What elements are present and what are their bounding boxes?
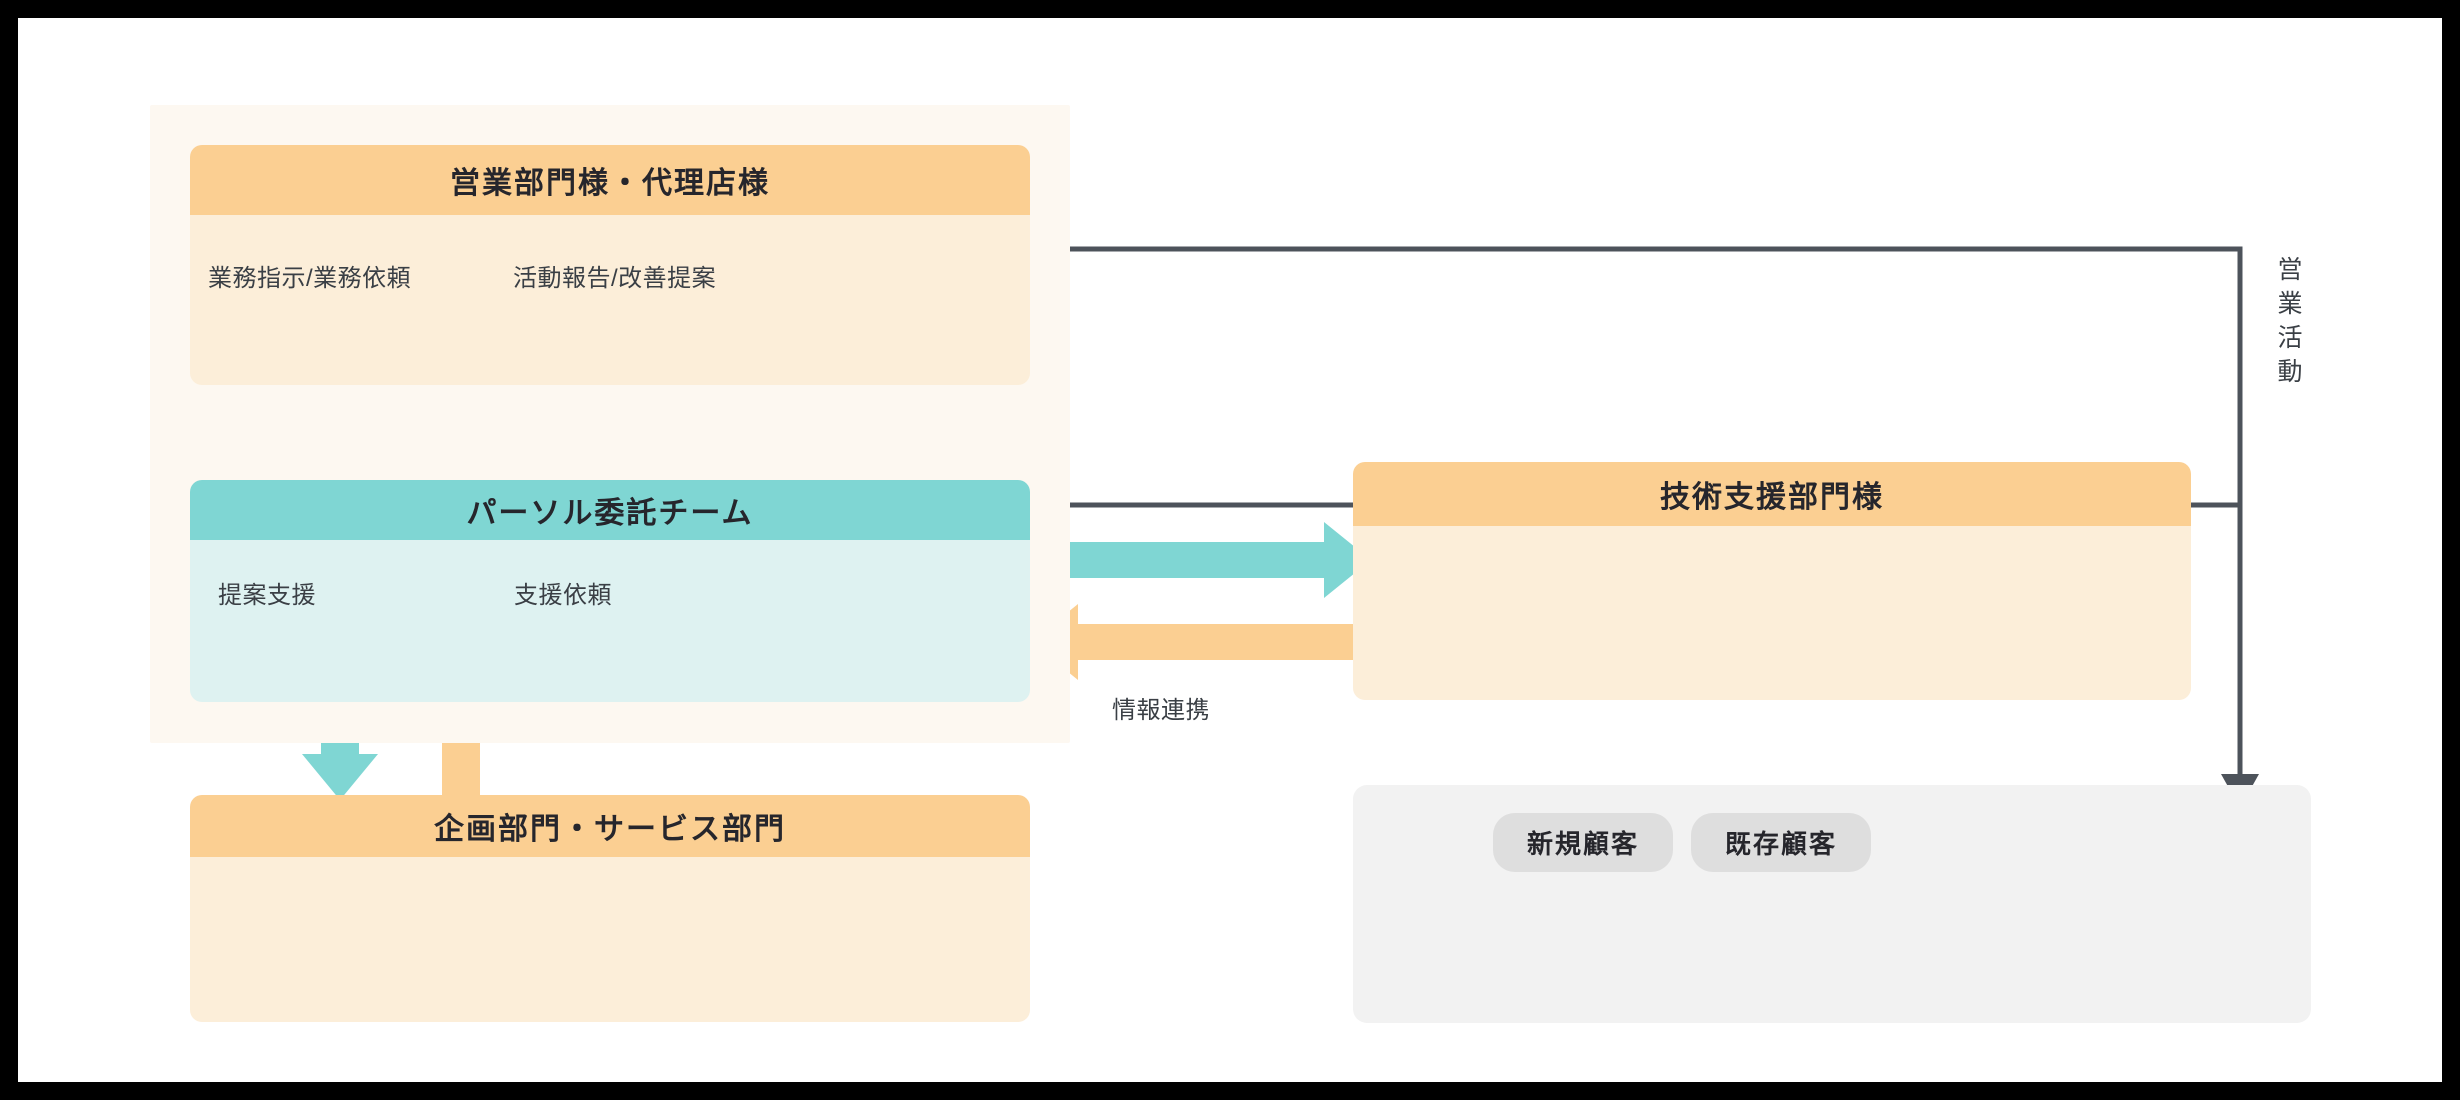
customer-new-label: 新規顧客 — [1493, 813, 1674, 872]
card-planning-service-department[interactable]: 企画部門・サービス部門 — [190, 795, 1030, 1022]
card-tech-title: 技術支援部門様 — [1353, 462, 2191, 526]
card-team-body — [190, 540, 1030, 702]
flow-label-instruction: 業務指示/業務依頼 — [208, 265, 412, 292]
card-tech-body — [1353, 526, 2191, 700]
card-planning-body — [190, 857, 1030, 1022]
customer-existing-label: 既存顧客 — [1691, 813, 1872, 872]
flow-label-support-request: 支援依頼 — [514, 582, 612, 609]
card-technical-support-department[interactable]: 技術支援部門様 — [1353, 462, 2191, 700]
arrow-info-share-right — [1031, 522, 1371, 598]
customer-panel: 新規顧客 既存顧客 — [1353, 785, 2311, 1023]
flow-label-report: 活動報告/改善提案 — [513, 265, 717, 292]
arrow-info-share-left — [1031, 604, 1371, 680]
card-planning-title: 企画部門・サービス部門 — [190, 795, 1030, 857]
card-sales-department[interactable]: 営業部門様・代理店様 — [190, 145, 1030, 385]
customer-group-new[interactable]: 新規顧客 — [1493, 813, 1674, 872]
diagram-canvas: 営業部門様・代理店様 パーソル委託チーム 企画部門・サービス部門 技術支援部門様… — [18, 18, 2442, 1082]
label-sales-activity: 営業活動 — [2274, 256, 2302, 392]
customer-group-existing[interactable]: 既存顧客 — [1691, 813, 1872, 872]
card-team-title: パーソル委託チーム — [190, 480, 1030, 540]
card-sales-body — [190, 215, 1030, 385]
card-sales-title: 営業部門様・代理店様 — [190, 145, 1030, 215]
flow-label-info-share: 情報連携 — [1112, 697, 1210, 724]
card-outsourcing-team[interactable]: パーソル委託チーム — [190, 480, 1030, 702]
flow-label-proposal: 提案支援 — [218, 582, 316, 609]
